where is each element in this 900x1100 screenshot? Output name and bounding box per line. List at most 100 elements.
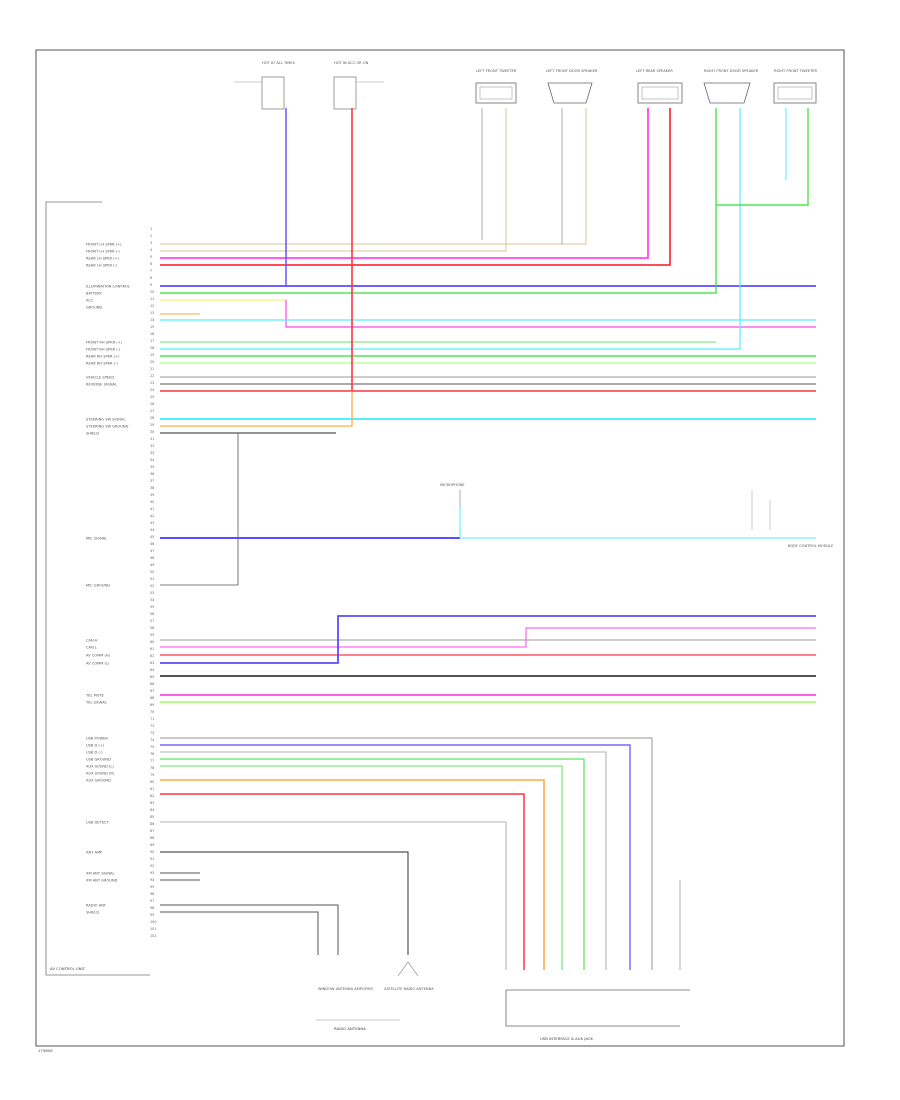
pin-number: 45 (150, 535, 154, 539)
footer-code: 175809 (38, 1048, 53, 1053)
left-label-l7: ACC (86, 299, 94, 303)
pin-number: 92 (150, 864, 154, 868)
svg-text:LEFT FRONT DOOR SPEAKER: LEFT FRONT DOOR SPEAKER (546, 69, 598, 73)
fuse-1-label: HOT AT ALL TIMES (262, 61, 296, 65)
left-label-l18: MIC SIGNAL (86, 537, 107, 541)
pin-number: 28 (150, 416, 154, 420)
pin-number: 32 (150, 444, 154, 448)
pin-number: 66 (150, 682, 154, 686)
left-label-l31: AUX SOUND (R) (86, 772, 115, 776)
pin-number: 21 (150, 367, 154, 371)
pin-number: 96 (150, 892, 154, 896)
pin-number: 13 (150, 311, 154, 315)
pin-column: 1234567891011121314151617181920212223242… (150, 227, 156, 938)
pin-number: 60 (150, 640, 154, 644)
left-label-l32: AUX GROUND (86, 779, 111, 783)
pin-number: 52 (150, 584, 154, 588)
pin-number: 82 (150, 794, 154, 798)
svg-text:WINDOW ANTENNA AMPLIFIER: WINDOW ANTENNA AMPLIFIER (318, 987, 373, 991)
pin-number: 54 (150, 598, 154, 602)
speaker-right-front-door: RIGHT FRONT DOOR SPEAKER (703, 69, 759, 104)
pin-number: 10 (150, 290, 154, 294)
left-label-l17: SHIELD (86, 432, 99, 436)
pin-number: 46 (150, 542, 154, 546)
left-label-l24: TEL MUTE (85, 694, 105, 698)
pin-number: 56 (150, 612, 154, 616)
pin-number: 69 (150, 703, 154, 707)
pin-number: 3 (150, 241, 152, 245)
left-label-l10: FRONT RH SPKR (-) (86, 348, 121, 352)
pin-number: 50 (150, 570, 154, 574)
pin-number: 53 (150, 591, 154, 595)
pin-number: 8 (150, 276, 152, 280)
wire-lr-neg (160, 108, 671, 266)
speaker-right-front-tweeter: RIGHT FRONT TWEETER (773, 69, 818, 104)
pin-number: 79 (150, 773, 154, 777)
left-label-l16: STEERING SW GROUND (86, 425, 129, 429)
pin-number: 40 (150, 500, 154, 504)
pin-number: 38 (150, 486, 154, 490)
left-label-l36: XM ANT GROUND (86, 879, 118, 883)
pin-number: 98 (150, 906, 154, 910)
pin-number: 9 (150, 283, 152, 287)
wire-aux-r (160, 779, 545, 970)
pin-number: 93 (150, 871, 154, 875)
pin-number: 42 (150, 514, 154, 518)
pin-number: 55 (150, 605, 154, 609)
pin-number: 37 (150, 479, 154, 483)
left-label-l19: MIC GROUND (86, 584, 110, 588)
svg-text:LEFT REAR SPEAKER: LEFT REAR SPEAKER (636, 69, 673, 73)
wire-can-l (160, 627, 816, 648)
wire-lf-tweeter-neg (160, 108, 507, 252)
wire-rf-door-green (160, 108, 717, 294)
pin-number: 70 (150, 710, 154, 714)
pin-number: 4 (150, 248, 152, 252)
wire-usb-gnd (160, 758, 585, 970)
pin-number: 80 (150, 780, 154, 784)
svg-text:RADIO ANTENNA: RADIO ANTENNA (334, 1026, 366, 1031)
left-label-l15: STEERING SW SIGNAL (86, 418, 125, 422)
pin-number: 11 (150, 297, 154, 301)
wire-mic-gnd (160, 433, 239, 586)
pin-number: 2 (150, 234, 152, 238)
pin-number: 12 (150, 304, 154, 308)
left-label-l5: ILLUMINATION CONTROL (86, 285, 130, 289)
wire-aux-gnd (160, 793, 525, 970)
left-label-l12: REAR RH SPKR (-) (86, 362, 118, 366)
pin-number: 63 (150, 661, 154, 665)
pin-number: 62 (150, 654, 154, 658)
pin-number: 99 (150, 913, 154, 917)
pin-number: 85 (150, 815, 154, 819)
wire-rf-tw-join (716, 190, 809, 206)
left-label-l6: BATTERY (86, 292, 103, 296)
pin-number: 95 (150, 885, 154, 889)
usb-aux-connector: USB INTERFACE & AUX JACK (505, 989, 690, 1041)
pin-number: 27 (150, 409, 154, 413)
left-label-l27: USB D (+) (86, 744, 105, 748)
pin-number: 84 (150, 808, 154, 812)
pin-number: 1 (150, 227, 152, 231)
left-label-l1: FRONT LH SPKR (+) (86, 243, 122, 247)
fuse-2-label: HOT IN ACC OR ON (334, 61, 369, 65)
pin-number: 48 (150, 556, 154, 560)
fuse-block-2: HOT IN ACC OR ON (333, 61, 384, 110)
left-label-l11: REAR RH SPKR (+) (86, 355, 120, 359)
pin-number: 24 (150, 388, 154, 392)
speaker-left-front-door: LEFT FRONT DOOR SPEAKER (546, 69, 598, 104)
svg-text:RIGHT FRONT TWEETER: RIGHT FRONT TWEETER (774, 69, 818, 73)
left-label-l29: USB GROUND (86, 758, 111, 762)
radio-antenna-group: RADIO ANTENNA (316, 1019, 400, 1031)
wire-rh-neg (160, 108, 741, 350)
left-label-l35: XM ANT SIGNAL (86, 872, 114, 876)
pin-number: 74 (150, 738, 154, 742)
left-label-l20: CAN H (86, 639, 98, 643)
pin-number: 94 (150, 878, 154, 882)
pin-number: 34 (150, 458, 154, 462)
svg-text:MICROPHONE: MICROPHONE (440, 483, 465, 487)
left-label-l37: RADIO ANT (86, 904, 107, 908)
left-label-l4: REAR LH SPKR (-) (86, 264, 118, 268)
pin-number: 6 (150, 262, 152, 266)
left-label-l9: FRONT RH SPKR (+) (86, 341, 123, 345)
left-label-l21: CAN L (86, 646, 97, 650)
pin-number: 44 (150, 528, 154, 532)
